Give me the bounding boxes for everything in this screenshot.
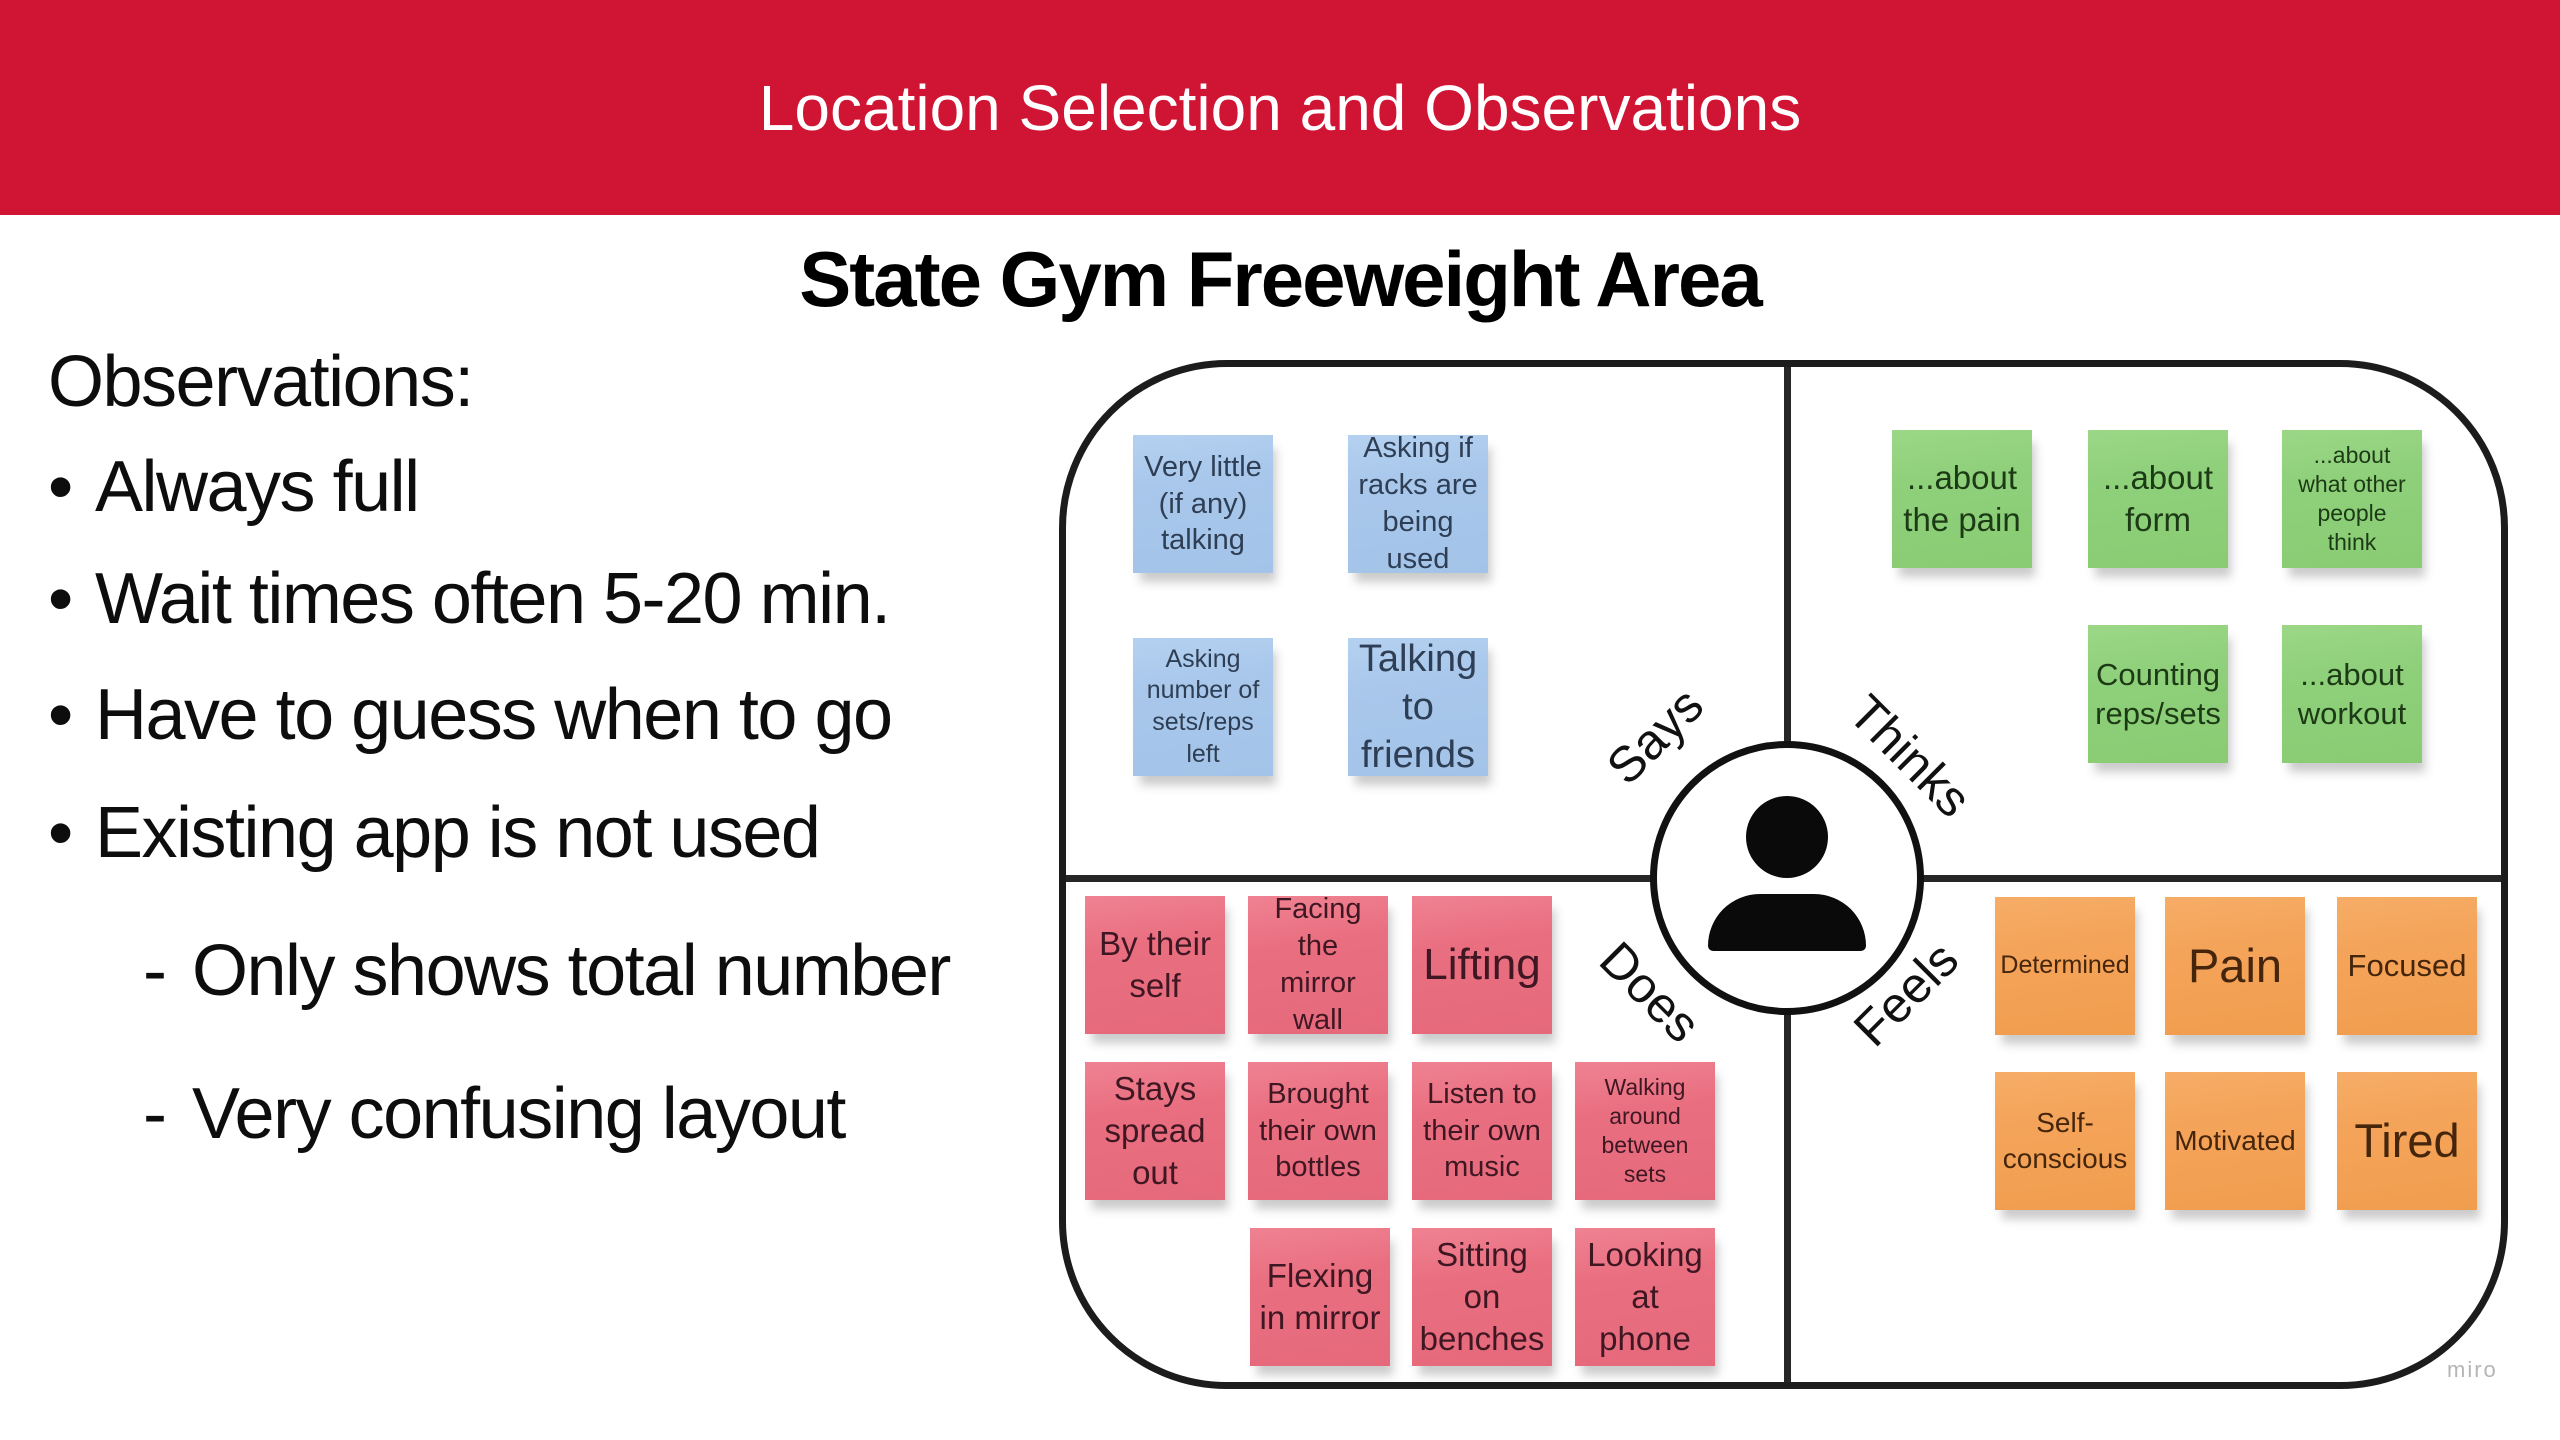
- sticky-note: Flexing in mirror: [1250, 1228, 1390, 1366]
- bullet-marker: •: [48, 447, 73, 527]
- sticky-note: Focused: [2337, 897, 2477, 1035]
- miro-watermark: miro: [2447, 1357, 2498, 1382]
- sticky-note: ...about the pain: [1892, 430, 2032, 568]
- sticky-note: Talking to friends: [1348, 638, 1488, 776]
- sticky-note: Walking around between sets: [1575, 1062, 1715, 1200]
- person-icon: [1746, 796, 1828, 878]
- sticky-note: Looking at phone: [1575, 1228, 1715, 1366]
- sticky-note: Facing the mirror wall: [1248, 893, 1388, 1036]
- sticky-note: ...about workout: [2282, 625, 2422, 763]
- sticky-note: Brought their own bottles: [1248, 1062, 1388, 1200]
- sticky-note: Determined: [1995, 897, 2135, 1035]
- bullet-marker: •: [48, 559, 73, 639]
- observations-heading: Observations:: [48, 342, 474, 422]
- sticky-note: Listen to their own music: [1412, 1062, 1552, 1200]
- observation-item: • Wait times often 5-20 min.: [48, 559, 891, 639]
- sticky-note: Sitting on benches: [1412, 1228, 1552, 1366]
- sticky-note: Very little (if any) talking: [1133, 435, 1273, 573]
- sticky-note: ...about form: [2088, 430, 2228, 568]
- sticky-note: Motivated: [2165, 1072, 2305, 1210]
- observation-item: • Existing app is not used: [48, 793, 821, 873]
- person-shoulders-icon: [1708, 894, 1866, 951]
- sticky-note: Pain: [2165, 897, 2305, 1035]
- sticky-note: Lifting: [1412, 896, 1552, 1034]
- dash-marker: -: [143, 931, 167, 1011]
- banner-title: Location Selection and Observations: [758, 71, 1802, 144]
- sticky-note: By their self: [1085, 896, 1225, 1034]
- sticky-note: Tired: [2337, 1072, 2477, 1210]
- observation-subitem: - Only shows total number: [143, 931, 951, 1011]
- sticky-note: Stays spread out: [1085, 1062, 1225, 1200]
- slide-header-banner: Location Selection and Observations: [0, 0, 2560, 215]
- person-badge: [1650, 741, 1924, 1015]
- observation-item: • Have to guess when to go: [48, 675, 893, 755]
- sticky-note: Self-conscious: [1995, 1072, 2135, 1210]
- observation-subitem: - Very confusing layout: [143, 1074, 846, 1154]
- sticky-note: ...about what other people think: [2282, 430, 2422, 568]
- dash-marker: -: [143, 1074, 167, 1154]
- sticky-note: Asking number of sets/reps left: [1133, 638, 1273, 776]
- sticky-note: Asking if racks are being used: [1348, 432, 1488, 575]
- bullet-marker: •: [48, 793, 73, 873]
- bullet-marker: •: [48, 675, 73, 755]
- empathy-map: Says Thinks Does Feels Very little (if a…: [1059, 360, 2508, 1389]
- page-title: State Gym Freeweight Area: [799, 235, 1762, 323]
- observation-item: • Always full: [48, 447, 420, 527]
- sticky-note: Counting reps/sets: [2088, 625, 2228, 763]
